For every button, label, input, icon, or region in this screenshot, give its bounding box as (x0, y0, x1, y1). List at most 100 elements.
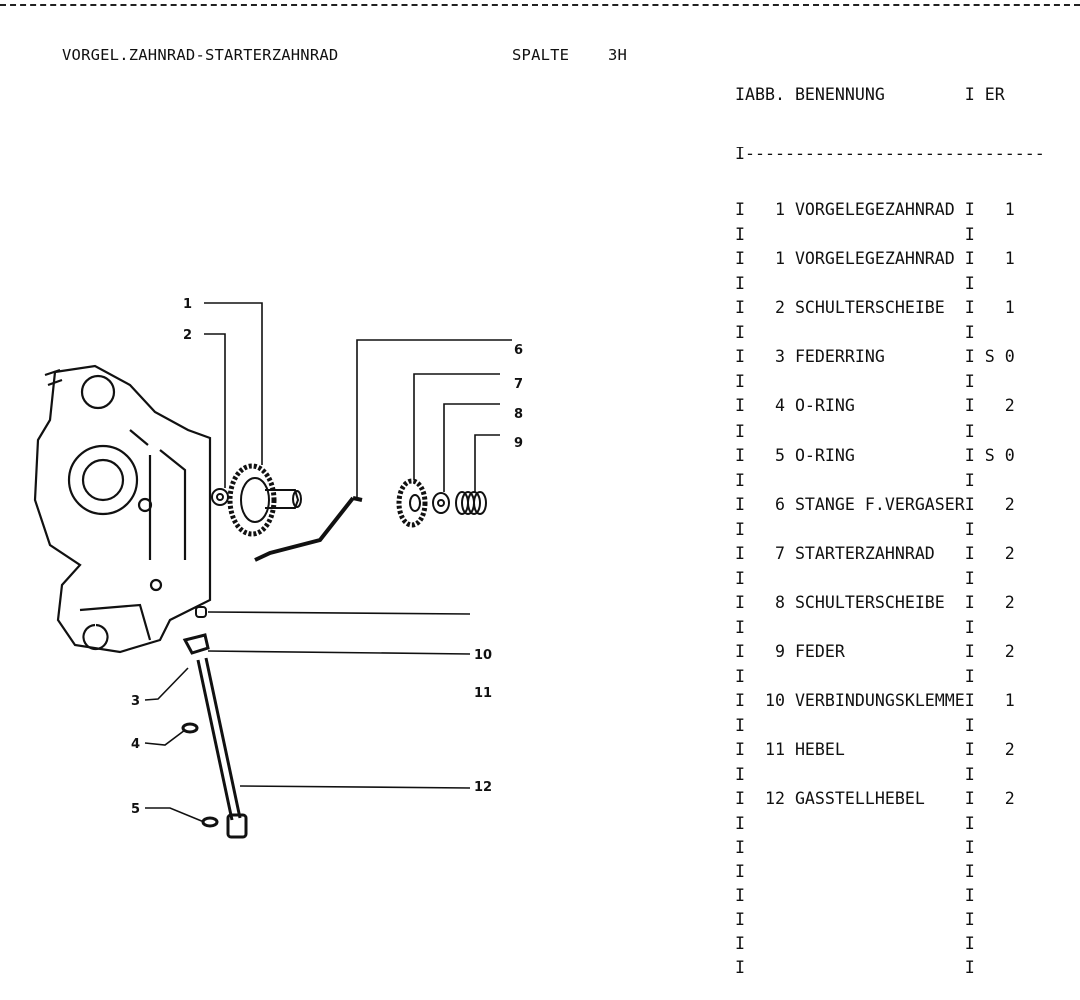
row-name: STARTERZAHNRAD (794, 543, 935, 563)
callout-7: 7 (514, 377, 523, 392)
spring-9-drawing (455, 491, 487, 515)
callout-3: 3 (131, 694, 140, 709)
left-border: I (735, 838, 745, 858)
lever-11-drawing (182, 633, 210, 655)
right-border: I (964, 667, 975, 687)
row-number: 10 (764, 691, 785, 711)
row-name: VORGELEGEZAHNRAD (794, 249, 955, 269)
right-border: I (964, 396, 975, 416)
left-border: I (735, 862, 745, 882)
right-border: I (964, 716, 975, 736)
clamp-10-drawing (195, 606, 207, 618)
row-flag: S (984, 347, 995, 367)
callout-2: 2 (183, 328, 192, 343)
left-border: I (735, 592, 745, 612)
row-qty-partial: 2 (1004, 396, 1015, 416)
right-border: I (964, 789, 975, 809)
rod-6-drawing (254, 496, 363, 562)
left-border: I (735, 691, 745, 711)
left-border: I (735, 200, 745, 220)
right-border: I (964, 494, 975, 514)
page-title: VORGEL.ZAHNRAD-STARTERZAHNRAD (62, 46, 339, 64)
right-border: I (964, 740, 975, 760)
callout-10: 10 (474, 648, 492, 663)
right-border: I (964, 862, 975, 882)
row-number: 6 (774, 494, 785, 514)
right-border: I (964, 347, 975, 367)
row-qty-partial: 2 (1004, 543, 1015, 563)
right-border: I (964, 470, 975, 490)
row-qty-partial: 1 (1004, 200, 1015, 220)
row-name: SCHULTERSCHEIBE (794, 298, 945, 318)
row-qty-partial: 1 (1004, 249, 1015, 269)
right-border: I (964, 225, 975, 245)
left-border: I (735, 617, 745, 637)
row-number: 7 (774, 543, 785, 563)
left-border: I (735, 372, 745, 392)
column-value: 3H (608, 46, 628, 64)
row-number: 5 (774, 445, 785, 465)
right-border: I (964, 838, 975, 858)
table-header: IABB. BENENNUNG I ER (735, 84, 1045, 109)
right-border: I (964, 886, 975, 906)
row-name: VORGELEGEZAHNRAD (794, 200, 955, 220)
left-border: I (735, 910, 745, 930)
row-name: O-RING (794, 396, 855, 416)
left-border: I (735, 667, 745, 687)
column-label: SPALTE (512, 46, 570, 64)
right-border: I (964, 568, 975, 588)
engine-case-drawing (33, 364, 212, 654)
row-flag: S (984, 445, 995, 465)
left-border: I (735, 274, 745, 294)
right-border: I (964, 617, 975, 637)
left-border: I (735, 716, 745, 736)
left-border: I (735, 249, 745, 269)
right-border: I (964, 298, 975, 318)
row-qty-partial: 1 (1004, 691, 1015, 711)
row-name: SCHULTERSCHEIBE (794, 592, 945, 612)
row-number: 9 (774, 641, 785, 661)
row-qty-partial: 1 (1004, 298, 1015, 318)
left-border: I (735, 958, 745, 978)
callout-8: 8 (514, 407, 523, 422)
callout-1: 1 (183, 297, 192, 312)
right-border: I (964, 543, 975, 563)
callout-6: 6 (514, 343, 523, 358)
right-border: I (964, 200, 975, 220)
right-border: I (964, 691, 975, 711)
leader-lines (144, 302, 512, 823)
row-number: 8 (774, 592, 785, 612)
left-border: I (735, 568, 745, 588)
right-border: I (964, 421, 975, 441)
callout-9: 9 (514, 436, 523, 451)
left-border: I (735, 765, 745, 785)
throttle-lever-12-drawing (196, 657, 242, 821)
left-border: I (735, 470, 745, 490)
left-border: I (735, 421, 745, 441)
left-border: I (735, 543, 745, 563)
left-border: I (735, 323, 745, 343)
row-qty-partial: 2 (1004, 789, 1015, 809)
left-border: I (735, 225, 745, 245)
callout-11: 11 (474, 686, 492, 701)
header-er: I ER (964, 85, 1005, 104)
right-border: I (964, 934, 975, 954)
